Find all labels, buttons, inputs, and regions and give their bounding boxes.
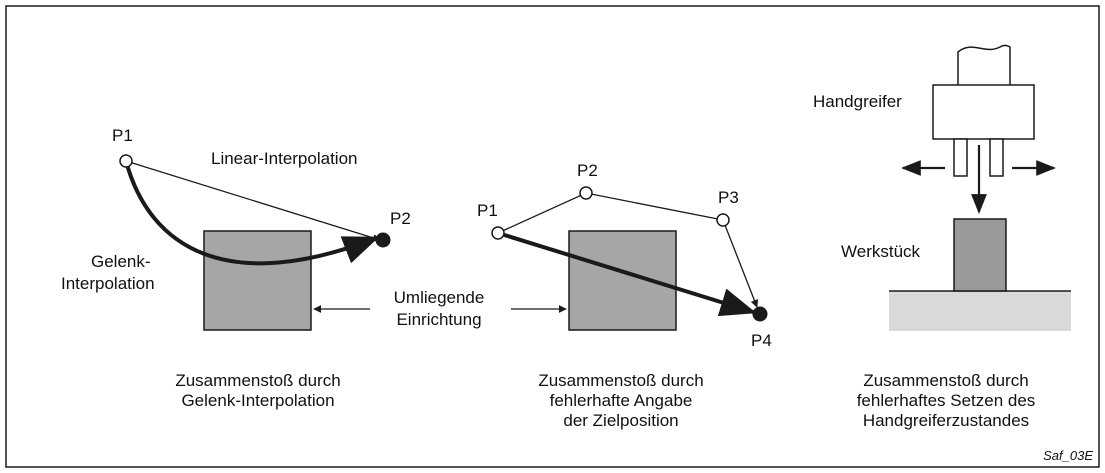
caption-panel3-line3: Handgreiferzustandes [863,411,1029,430]
label-umliegende: Umliegende [394,288,485,307]
caption-panel3-line2: fehlerhaftes Setzen des [857,391,1036,410]
point-p4-b [752,306,768,322]
gripper-finger-left [953,138,968,177]
gripper-finger-right [989,138,1004,177]
point-p2-b [579,186,593,200]
label-p3-b: P3 [718,188,739,207]
planned-path-final [722,219,759,308]
label-p1: P1 [112,126,133,145]
planned-path [497,192,724,234]
point-p3-b [716,213,730,227]
figure-tag: Saf_03E [1043,448,1093,463]
point-p2 [375,232,391,248]
label-p2-b: P2 [577,161,598,180]
table-surface [889,291,1071,331]
point-p1 [119,154,133,168]
gripper-body [932,84,1035,140]
label-gelenk-line2: Interpolation [61,274,155,293]
workpiece [953,218,1007,292]
robot-arm-shaft [957,44,1011,85]
joint-path [124,160,380,266]
label-werkstueck: Werkstück [841,242,921,261]
obstacle-box-2 [568,230,677,331]
panel-wrong-target: P1 P2 P3 P4 Zusammenstoß durch fehlerhaf… [477,161,772,430]
label-gelenk-line1: Gelenk- [91,252,151,271]
label-p1-b: P1 [477,201,498,220]
label-p4-b: P4 [751,331,772,350]
caption-panel1-line1: Zusammenstoß durch [175,371,340,390]
linear-path [125,160,381,242]
wrong-direct-path [497,231,757,317]
point-p1-b [491,226,505,240]
panel-joint-interpolation: P1 P2 Linear-Interpolation Gelenk- Inter… [61,126,411,410]
panel-gripper-state: Handgreifer Werkstück Zusammenstoß durch… [813,44,1071,430]
label-einrichtung: Einrichtung [396,310,481,329]
caption-panel3-line1: Zusammenstoß durch [863,371,1028,390]
caption-panel2-line1: Zusammenstoß durch [538,371,703,390]
label-handgreifer: Handgreifer [813,92,902,111]
caption-panel2-line3: der Zielposition [563,411,678,430]
label-linear-interpolation: Linear-Interpolation [211,149,357,168]
obstacle-box-1 [203,230,312,331]
caption-panel2-line2: fehlerhafte Angabe [550,391,693,410]
caption-panel1-line2: Gelenk-Interpolation [181,391,334,410]
shared-obstacle-label: Umliegende Einrichtung [313,288,567,329]
label-p2: P2 [390,209,411,228]
figure-frame [5,5,1100,468]
